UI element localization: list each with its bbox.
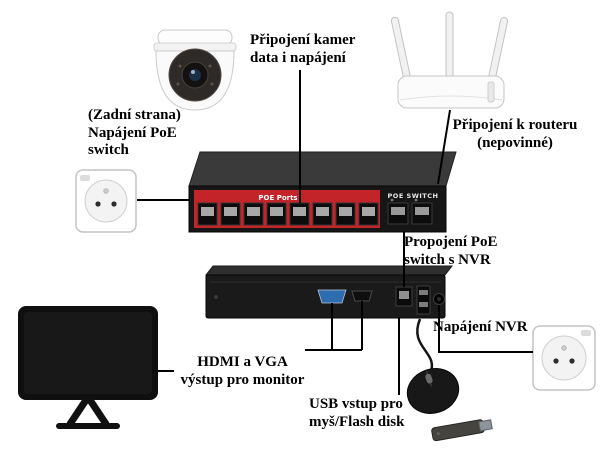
label-router-connection: Připojení k routeru (nepovinné) (452, 117, 578, 151)
mouse-cable (416, 318, 434, 375)
hdmi-port (351, 290, 373, 302)
label-monitor-output: HDMI a VGA výstup pro monitor (180, 354, 305, 388)
poe-ports-panel-label: POE Ports (258, 194, 297, 202)
dome-camera-icon (153, 29, 237, 111)
power-outlet-right-icon (532, 325, 596, 391)
label-usb-input: USB vstup pro myš/Flash disk (309, 396, 405, 430)
line-router-to-switch (437, 109, 451, 185)
label-camera-connection: Připojení kamer data i napájení (250, 32, 356, 66)
poe-switch-name-label: POE SWITCH (388, 192, 439, 200)
usb-ports (416, 285, 431, 315)
wifi-router-icon (390, 11, 509, 109)
label-switch-to-nvr: Propojení PoE switch s NVR (404, 234, 498, 268)
nvr-recorder-icon (204, 265, 454, 319)
power-outlet-left-icon (75, 169, 137, 233)
connection-lines (137, 70, 533, 395)
mouse-icon (406, 318, 460, 414)
label-switch-power: (Zadní strana) Napájení PoE switch (88, 107, 181, 159)
label-nvr-power: Napájení NVR (433, 319, 528, 335)
uplink-port-row (387, 198, 433, 225)
line-power-to-outlet (438, 305, 533, 353)
vga-port (317, 289, 347, 304)
usb-flash-disk-icon (431, 419, 493, 442)
poe-switch-icon: POE Ports POE SWITCH (188, 151, 457, 233)
poe-port-row (197, 202, 379, 226)
mouse-wheel (425, 373, 433, 384)
monitor-icon (18, 306, 158, 429)
